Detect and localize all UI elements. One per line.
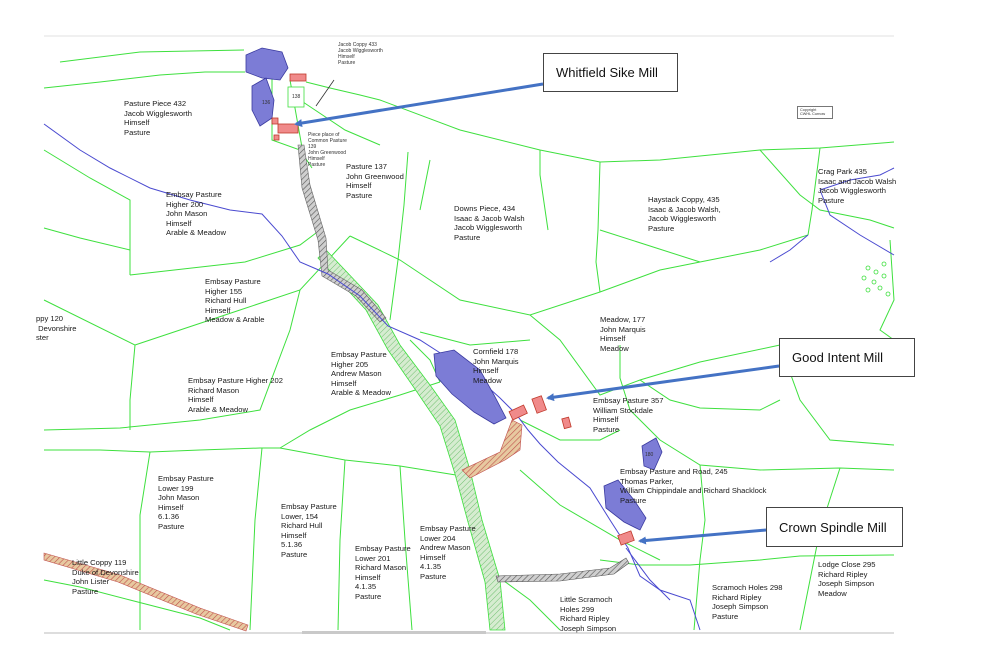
label-embsay-lower-154: Embsay Pasture Lower, 154 Richard Hull H… bbox=[281, 502, 337, 559]
copyright-box: Copyright CWHL Curnow bbox=[797, 106, 833, 119]
label-parcel-433: Jacob Coppy 433 Jacob Wigglesworth Himse… bbox=[338, 42, 383, 66]
callout-good-intent-mill: Good Intent Mill bbox=[779, 338, 915, 377]
label-embsay-higher-202: Embsay Pasture Higher 202 Richard Mason … bbox=[188, 376, 283, 414]
label-little-scramoch-299: Little Scramoch Holes 299 Richard Ripley… bbox=[560, 595, 617, 633]
mill-track bbox=[461, 419, 523, 479]
tree-cluster bbox=[861, 261, 891, 297]
callout-crown-spindle-mill: Crown Spindle Mill bbox=[766, 507, 903, 547]
ponds bbox=[245, 47, 663, 531]
southwest-track bbox=[43, 552, 249, 632]
pond-138 bbox=[287, 86, 305, 108]
callout-arrows bbox=[294, 82, 780, 545]
callout-whitfield-sike-mill: Whitfield Sike Mill bbox=[543, 53, 678, 92]
field-boundaries bbox=[43, 49, 895, 631]
label-parcel-136: 136 bbox=[262, 100, 271, 106]
label-pasture-137: Pasture 137 John Greenwood Himself Pastu… bbox=[346, 162, 404, 200]
south-track bbox=[495, 557, 630, 583]
label-pasture-piece-432: Pasture Piece 432 Jacob Wigglesworth Him… bbox=[124, 99, 192, 137]
label-embsay-higher-205: Embsay Pasture Higher 205 Andrew Mason H… bbox=[331, 350, 391, 398]
label-meadow-177: Meadow, 177 John Marquis Himself Meadow bbox=[600, 315, 646, 353]
label-embsay-higher-200: Embsay Pasture Higher 200 John Mason Him… bbox=[166, 190, 226, 238]
label-embsay-lower-201: Embsay Pasture Lower 201 Richard Mason H… bbox=[355, 544, 411, 601]
label-embsay-357: Embsay Pasture 357 William Stockdale Him… bbox=[593, 396, 664, 434]
label-haystack-coppy-435: Haystack Coppy, 435 Isaac & Jacob Walsh,… bbox=[648, 195, 721, 233]
mill-buildings bbox=[271, 73, 635, 546]
label-little-coppy-119: Little Coppy 119 Duke of Devonshire John… bbox=[72, 558, 139, 596]
annotation-arrow bbox=[315, 79, 335, 107]
north-track bbox=[297, 144, 387, 323]
label-downs-piece-434: Downs Piece, 434 Isaac & Jacob Walsh Jac… bbox=[454, 204, 525, 242]
label-parcel-138: 138 bbox=[292, 94, 301, 100]
label-embsay-road-245: Embsay Pasture and Road, 245 Thomas Park… bbox=[620, 467, 767, 505]
road bbox=[317, 249, 506, 631]
label-cornfield-178: Cornfield 178 John Marquis Himself Meado… bbox=[473, 347, 519, 385]
label-scramoch-holes-298: Scramoch Holes 298 Richard Ripley Joseph… bbox=[712, 583, 783, 621]
label-embsay-lower-204: Embsay Pasture Lower 204 Andrew Mason Hi… bbox=[420, 524, 476, 581]
label-crag-park-435: Crag Park 435 Isaac and Jacob Walsh Jaco… bbox=[818, 167, 897, 205]
label-parcel-139: Piece place of Common Pasture 139 John G… bbox=[308, 132, 347, 168]
label-lodge-close-295: Lodge Close 295 Richard Ripley Joseph Si… bbox=[818, 560, 876, 598]
label-coppy-120: ppy 120 Devonshire ster bbox=[36, 314, 77, 343]
horizontal-scrollbar[interactable] bbox=[302, 631, 486, 634]
label-embsay-lower-199: Embsay Pasture Lower 199 John Mason Hims… bbox=[158, 474, 214, 531]
label-embsay-higher-155: Embsay Pasture Higher 155 Richard Hull H… bbox=[205, 277, 265, 325]
label-parcel-180: 180 bbox=[645, 452, 654, 458]
